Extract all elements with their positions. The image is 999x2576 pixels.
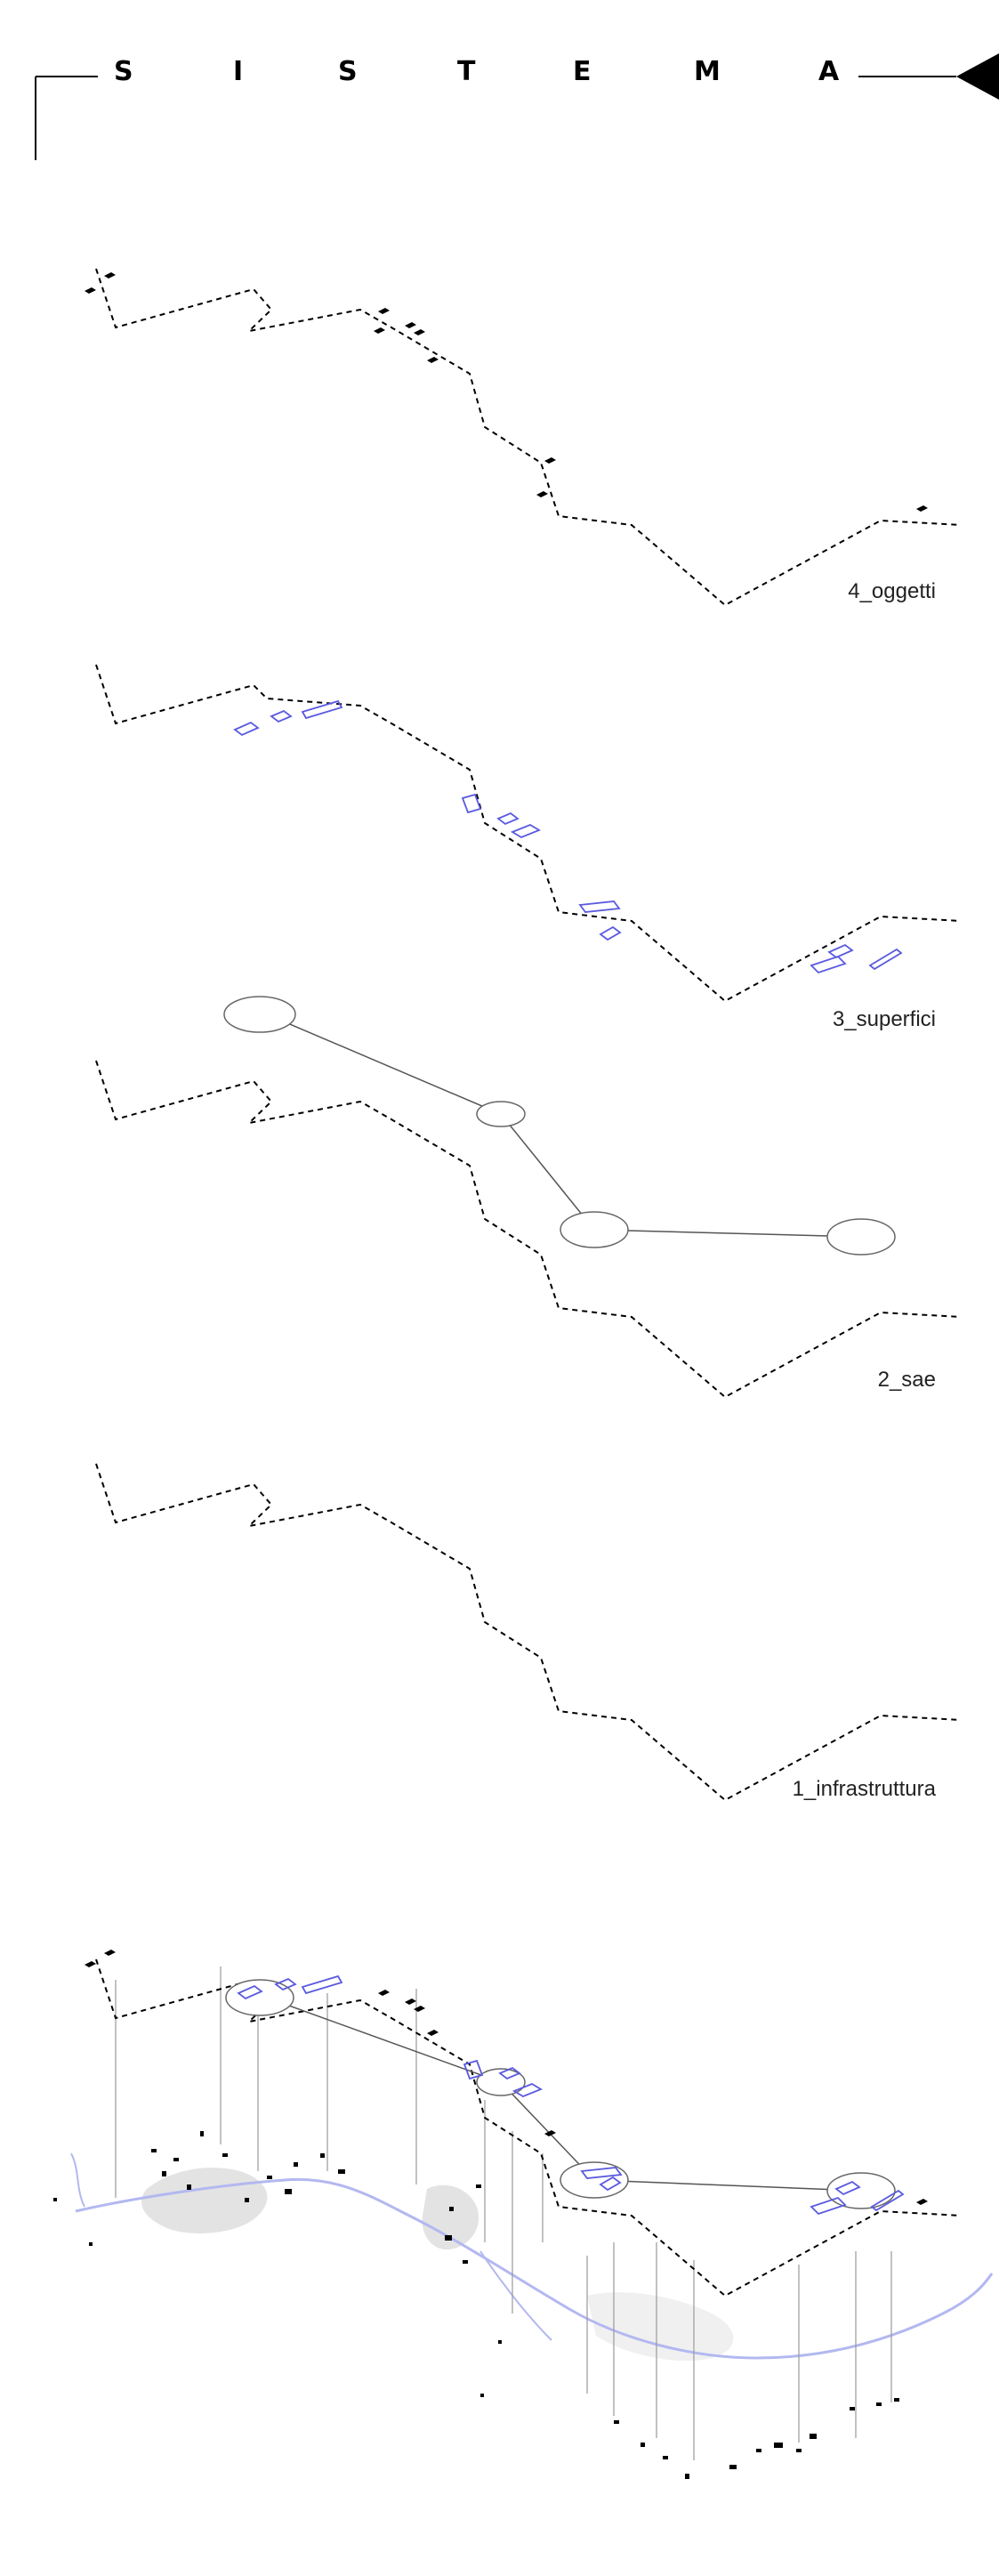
projection-lines [115,1966,892,2460]
layer-label-superfici: 3_superfici [833,1007,936,1031]
layer-sae: 2_sae [95,996,962,1398]
composite-system [53,1950,994,2479]
title-letter-m: M [694,56,721,87]
layer-label-oggetti: 4_oggetti [848,579,936,603]
title-letter-a: A [818,56,840,87]
title-letter-s1: S [114,56,133,87]
object-markers [85,272,928,512]
layer-superfici: 3_superfici [95,664,962,1031]
territory-base [70,2152,994,2362]
sae-nodes [223,996,896,1256]
layer-label-infrastruttura: 1_infrastruttura [793,1777,937,1801]
title-letter-e: E [573,56,592,87]
river [75,2177,994,2360]
title-letter-i: I [233,56,244,87]
infrastructure-line [95,268,962,606]
infrastructure-line [95,664,962,1003]
layer-infrastruttura: 1_infrastruttura [95,1463,962,1801]
frame-top-border [35,53,999,160]
triangle-arrow-icon [956,53,999,100]
header: S I S T E M A [0,0,999,160]
title-letter-t: T [457,56,476,87]
settlement-blocks [53,2131,899,2479]
combined-system [85,1950,962,2297]
layer-oggetti: 4_oggetti [85,268,962,606]
surface-outlines [233,699,903,974]
infrastructure-line [95,1463,962,1801]
layer-label-sae: 2_sae [878,1368,936,1392]
sae-connections [266,1013,862,1238]
title-letter-s2: S [338,56,358,87]
